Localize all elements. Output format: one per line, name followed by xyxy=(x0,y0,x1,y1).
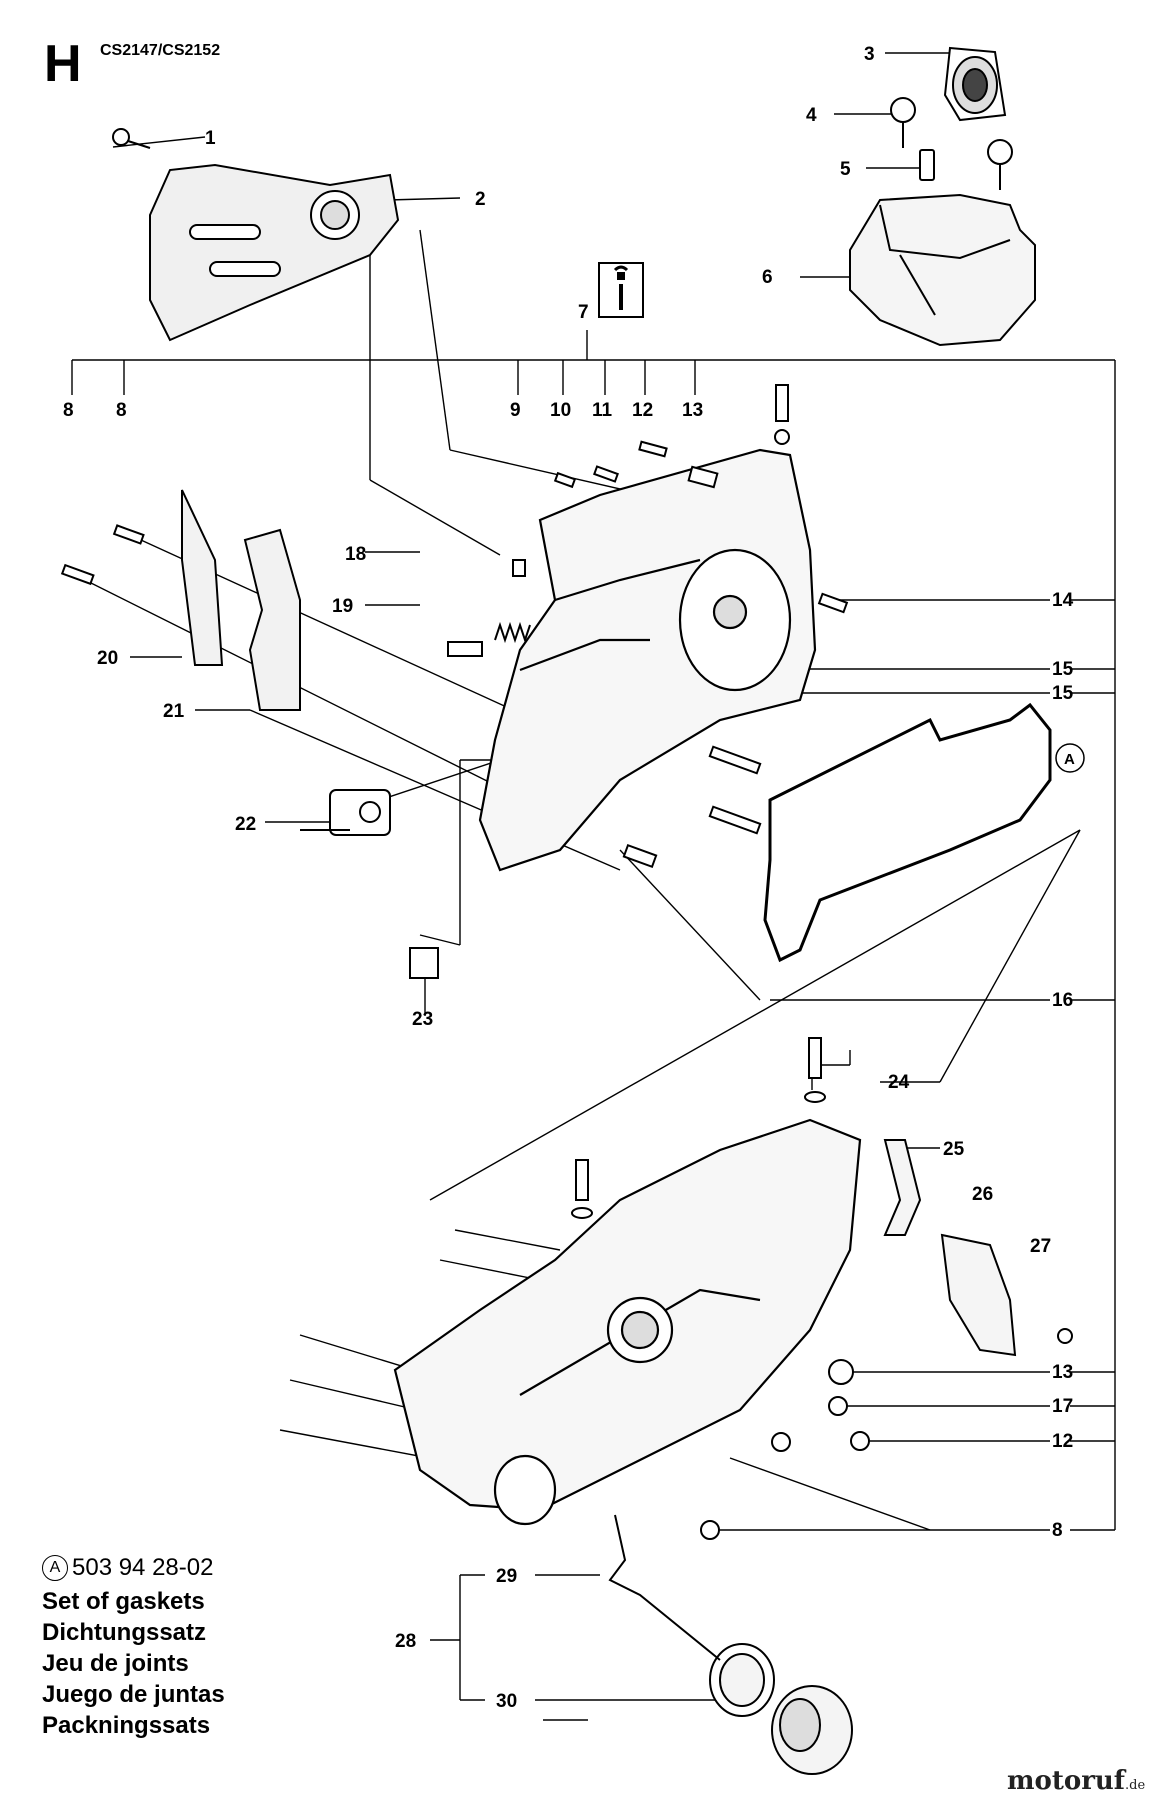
brand-name: motoruf xyxy=(1007,1766,1125,1796)
legend-part-number: 503 94 28-02 xyxy=(72,1554,214,1581)
part-25-bracket xyxy=(883,1139,922,1236)
gasket-set-a xyxy=(763,702,1052,963)
part-2-chain-guard xyxy=(149,163,400,342)
callout-6: 6 xyxy=(762,267,773,288)
callout-8-left: 8 xyxy=(63,400,74,421)
tool-icon xyxy=(598,262,644,318)
callout-1: 1 xyxy=(205,128,216,149)
callout-15-a: 15 xyxy=(1052,659,1074,680)
callout-4: 4 xyxy=(806,105,817,126)
model-number: CS2147/CS2152 xyxy=(100,42,221,59)
brand-watermark: motoruf.de xyxy=(1007,1766,1145,1796)
callout-26: 26 xyxy=(972,1184,993,1205)
section-letter: H xyxy=(44,35,82,93)
callout-12-bottom: 12 xyxy=(1052,1431,1073,1452)
callout-23: 23 xyxy=(412,1009,433,1030)
callout-19: 19 xyxy=(332,596,353,617)
part-26-deflector xyxy=(940,1233,1017,1357)
legend-part-number-row: A 503 94 28-02 xyxy=(42,1554,225,1582)
callout-18: 18 xyxy=(345,544,366,565)
callout-22: 22 xyxy=(235,814,256,835)
legend-line-de: Dichtungssatz xyxy=(42,1619,207,1646)
callout-27: 27 xyxy=(1030,1236,1051,1257)
callout-16: 16 xyxy=(1052,990,1073,1011)
part-1-screw xyxy=(112,128,151,149)
callout-8-bottom: 8 xyxy=(1052,1520,1063,1541)
legend-ref-symbol: A xyxy=(42,1555,68,1581)
callout-12-top: 12 xyxy=(632,400,653,421)
legend-line-es: Juego de juntas xyxy=(42,1681,225,1708)
callout-20: 20 xyxy=(97,648,118,669)
part-3-rubber-boot xyxy=(943,46,1007,122)
gasket-set-legend: A 503 94 28-02 Set of gaskets Dichtungss… xyxy=(42,1554,225,1741)
callout-2: 2 xyxy=(475,189,486,210)
part-19-pad xyxy=(447,641,483,657)
callout-30: 30 xyxy=(496,1691,517,1712)
callout-5: 5 xyxy=(840,159,851,180)
part-18-spring xyxy=(494,621,531,644)
leader-lines xyxy=(71,52,1116,1721)
brand-tld: .de xyxy=(1125,1778,1146,1793)
ref-a-circle xyxy=(1055,743,1085,773)
pins-and-screws xyxy=(60,384,849,869)
callout-7: 7 xyxy=(578,302,589,323)
legend-line-en: Set of gaskets xyxy=(42,1588,205,1615)
callout-17: 17 xyxy=(1052,1396,1073,1417)
ref-a-label: A xyxy=(1064,751,1075,768)
callout-3: 3 xyxy=(864,44,875,65)
part-23-clip xyxy=(409,947,439,979)
callout-28: 28 xyxy=(395,1631,416,1652)
callout-15-b: 15 xyxy=(1052,683,1074,704)
callout-13-top: 13 xyxy=(682,400,703,421)
callout-24: 24 xyxy=(888,1072,910,1093)
callout-14: 14 xyxy=(1052,590,1074,611)
part-20-plate xyxy=(181,489,224,666)
part-4-bolt xyxy=(890,97,1013,190)
callout-10: 10 xyxy=(550,400,571,421)
part-28-fuel-cap xyxy=(709,1643,853,1775)
part-21-bumper-spike xyxy=(243,528,301,711)
lower-screws xyxy=(571,1037,1073,1540)
callout-13-bottom: 13 xyxy=(1052,1362,1073,1383)
callout-11: 11 xyxy=(592,400,613,421)
crankcase-upper-half xyxy=(478,448,817,872)
legend-line-sv: Packningssats xyxy=(42,1712,211,1739)
crankcase-lower-half xyxy=(393,1118,862,1526)
part-6-upper-housing xyxy=(849,193,1036,347)
callout-25: 25 xyxy=(943,1139,965,1160)
legend-line-fr: Jeu de joints xyxy=(42,1650,189,1677)
callout-21: 21 xyxy=(163,701,185,722)
callout-29: 29 xyxy=(496,1566,517,1587)
callout-8-mid: 8 xyxy=(116,400,127,421)
callout-9: 9 xyxy=(510,400,521,421)
part-29-cord xyxy=(608,1514,721,1661)
part-22-chain-tensioner xyxy=(300,789,391,836)
